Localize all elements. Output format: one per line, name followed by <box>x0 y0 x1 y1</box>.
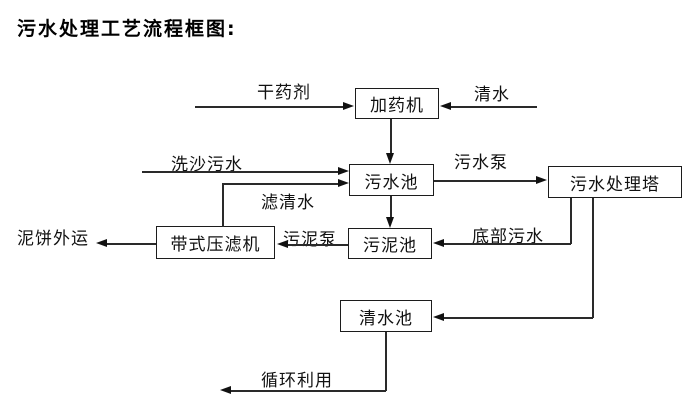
connector-filtered-water-vline <box>222 183 224 227</box>
connector-sand-wash-line <box>142 171 340 173</box>
arrow-left-icon <box>277 240 288 248</box>
node-treatment-tower: 污水处理塔 <box>548 166 682 198</box>
arrow-right-icon <box>338 167 349 175</box>
connector-mud-cake-line <box>106 243 156 245</box>
node-dosing-machine: 加药机 <box>355 88 439 119</box>
connector-recycle-vline <box>385 332 387 391</box>
arrow-left-icon <box>433 239 444 247</box>
connector-sewage-pump-line <box>434 180 538 182</box>
node-clear-water-pool-label: 清水池 <box>359 308 413 329</box>
connector-dosing-to-sewage-line <box>390 119 392 154</box>
node-treatment-tower-label: 污水处理塔 <box>570 174 660 195</box>
label-sand-wash-sewage: 洗沙污水 <box>171 155 243 175</box>
node-sludge-pool: 污泥池 <box>348 228 432 259</box>
label-sludge-pump: 污泥泵 <box>283 230 337 250</box>
arrow-left-icon <box>220 386 231 394</box>
label-clear-water: 清水 <box>474 85 510 105</box>
arrow-down-icon <box>386 153 394 164</box>
node-dosing-machine-label: 加药机 <box>370 96 424 116</box>
connector-clear-water-line <box>450 106 537 108</box>
label-mud-cake-out: 泥饼外运 <box>17 229 89 249</box>
arrow-right-icon <box>338 179 349 187</box>
connector-tower-to-clear-vline <box>592 198 594 318</box>
arrow-right-icon <box>343 102 354 110</box>
arrow-right-icon <box>536 176 547 184</box>
node-belt-filter-press: 带式压滤机 <box>156 226 275 259</box>
node-sewage-pool: 污水池 <box>349 164 434 196</box>
connector-sewage-to-sludge-line <box>390 196 392 218</box>
connector-dry-agent-line <box>195 106 344 108</box>
label-dry-agent: 干药剂 <box>257 83 311 103</box>
node-sludge-pool-label: 污泥池 <box>363 236 417 256</box>
connector-sludge-pump-line <box>287 244 348 246</box>
connector-filtered-water-hline <box>222 183 340 185</box>
arrow-left-icon <box>96 239 107 247</box>
connector-tower-to-clear-hline <box>443 317 593 319</box>
connector-bottom-sewage-vline <box>570 198 572 244</box>
label-bottom-sewage: 底部污水 <box>472 227 544 247</box>
connector-recycle-hline <box>230 390 386 392</box>
node-sewage-pool-label: 污水池 <box>364 172 419 193</box>
node-clear-water-pool: 清水池 <box>340 300 432 332</box>
label-recycle-use: 循环利用 <box>261 371 333 391</box>
arrow-left-icon <box>440 102 451 110</box>
page-title: 污水处理工艺流程框图: <box>17 18 237 40</box>
arrow-down-icon <box>386 217 394 228</box>
label-filtered-water: 滤清水 <box>261 193 315 213</box>
node-belt-filter-press-label: 带式压滤机 <box>170 235 261 255</box>
connector-bottom-sewage-hline <box>443 243 571 245</box>
label-sewage-pump: 污水泵 <box>454 153 508 173</box>
arrow-left-icon <box>433 313 444 321</box>
